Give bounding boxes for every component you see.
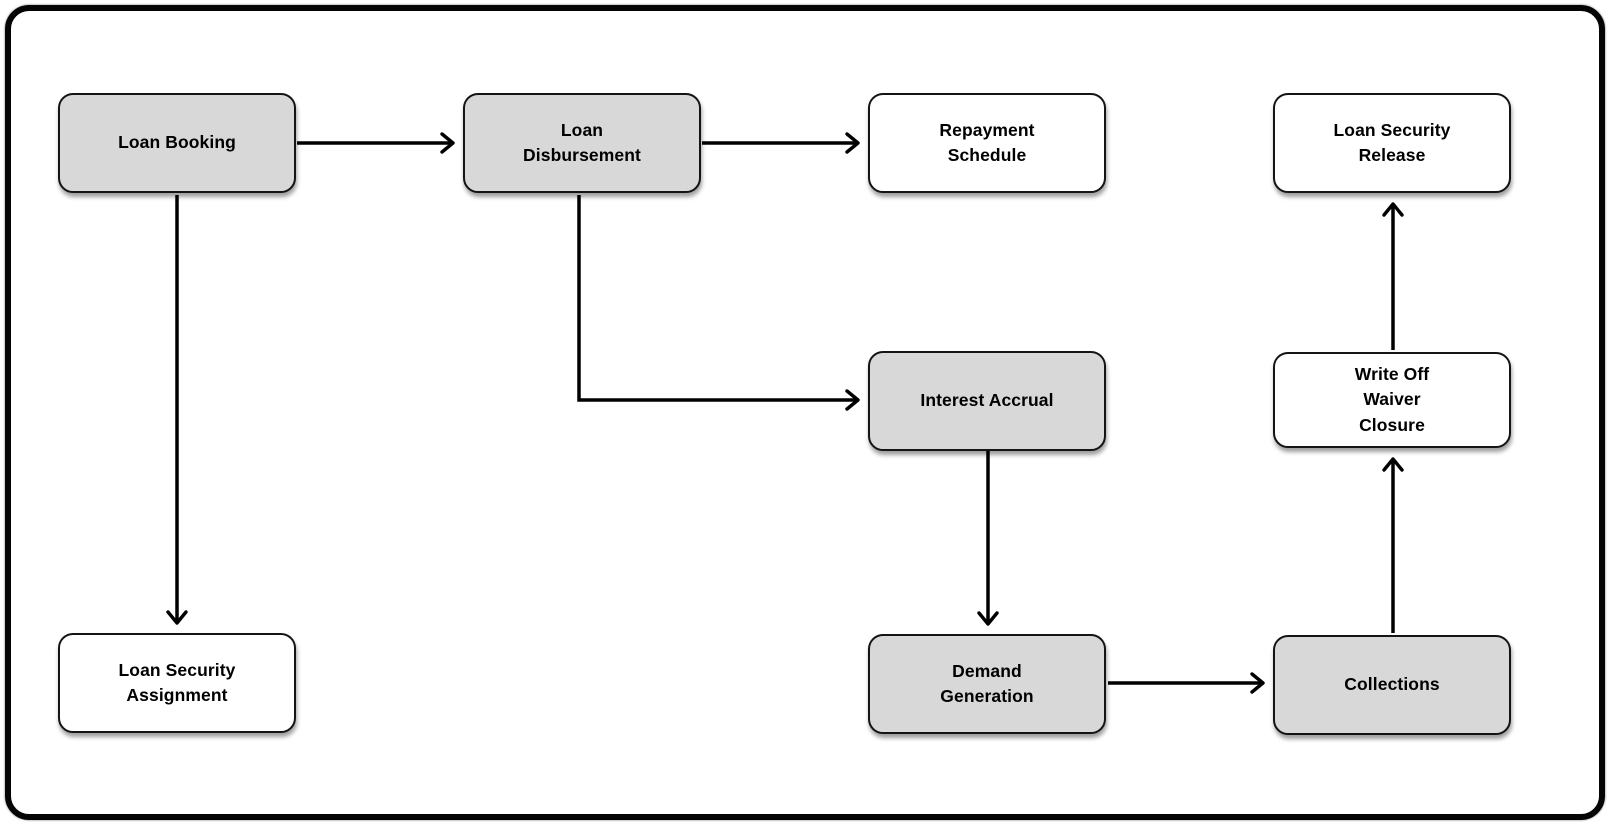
node-loan-security-assignment: Loan Security Assignment xyxy=(58,633,296,733)
node-interest-accrual-label: Interest Accrual xyxy=(920,390,1054,411)
edge-loan-disbursement-to-interest-accrual xyxy=(577,195,860,411)
node-loan-booking-label: Loan Booking xyxy=(118,132,236,153)
node-write-off-waiver-closure-label: Write Off Waiver Closure xyxy=(1354,363,1430,435)
node-interest-accrual: Interest Accrual xyxy=(868,351,1106,451)
node-collections: Collections xyxy=(1273,635,1511,735)
node-demand-generation-label: Demand Generation xyxy=(940,660,1034,706)
node-demand-generation: Demand Generation xyxy=(868,634,1106,734)
node-repayment-schedule-label: Repayment Schedule xyxy=(939,119,1035,165)
node-loan-security-release: Loan Security Release xyxy=(1273,93,1511,193)
node-loan-disbursement: Loan Disbursement xyxy=(463,93,701,193)
node-repayment-schedule: Repayment Schedule xyxy=(868,93,1106,193)
node-loan-disbursement-label: Loan Disbursement xyxy=(523,119,641,165)
node-write-off-waiver-closure: Write Off Waiver Closure xyxy=(1273,352,1511,448)
node-loan-security-assignment-label: Loan Security Assignment xyxy=(118,659,236,705)
node-collections-label: Collections xyxy=(1344,674,1440,695)
node-loan-security-release-label: Loan Security Release xyxy=(1333,119,1451,165)
node-loan-booking: Loan Booking xyxy=(58,93,296,193)
